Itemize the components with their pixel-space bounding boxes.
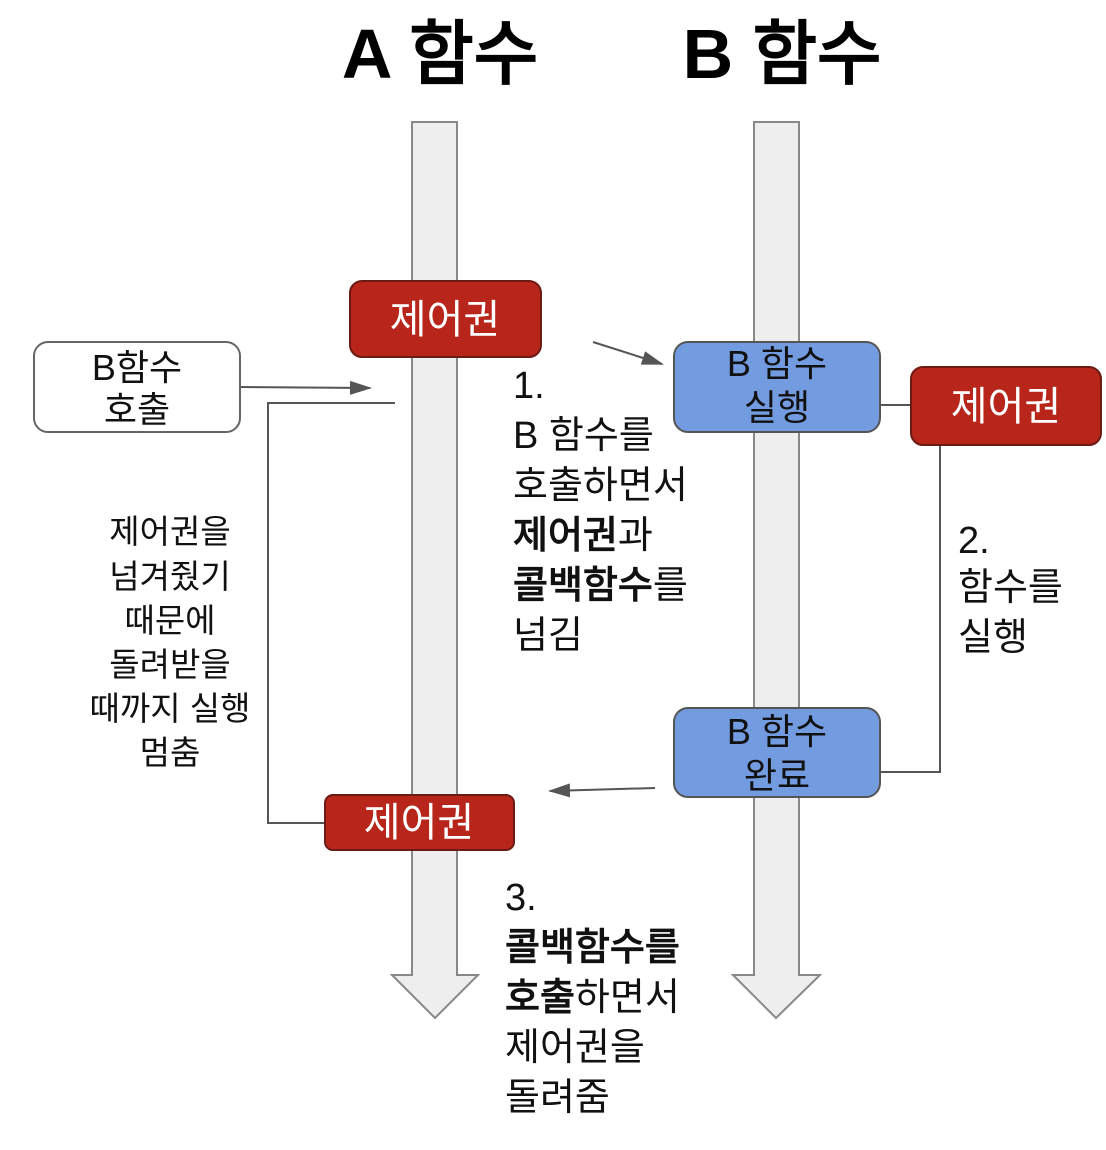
control-label: 제어권 [364, 801, 474, 845]
call-arrow [239, 380, 372, 395]
side-note-line: 때까지 실행 [90, 690, 251, 727]
step1-line: B 함수를 [513, 415, 654, 457]
side-note-line: 제어권을 [109, 513, 230, 550]
step1-line: 넘김 [513, 615, 583, 657]
side-note-line: 멈춤 [140, 734, 201, 771]
control-box-3: 제어권 [324, 794, 515, 851]
side-note-line: 넘겨줬기 [109, 558, 230, 595]
b-run-label-1: B 함수 [727, 343, 827, 384]
step1-line: 콜백함수를 [513, 565, 688, 607]
title-b-function: B 함수 [683, 15, 882, 93]
timeline-b-arrow [730, 121, 823, 1020]
step1-bold: 콜백함수 [513, 565, 653, 607]
timeline-a-arrow [389, 121, 481, 1020]
step2-text: 2. 함수를 실행 [958, 520, 1063, 659]
title-a-function: A 함수 [342, 15, 538, 93]
step2-line: 함수를 [958, 567, 1063, 609]
b-done-label-1: B 함수 [727, 711, 827, 752]
return-control-arrow [548, 783, 656, 798]
pass-control-arrow [592, 341, 664, 365]
step3-line: 호출하면서 [505, 977, 680, 1019]
b-done-label-2: 완료 [744, 755, 810, 796]
step3-text: 3. 콜백함수를 호출하면서 제어권을 돌려줌 [505, 877, 680, 1119]
side-note: 제어권을 넘겨줬기 때문에 돌려받을 때까지 실행 멈춤 [90, 513, 251, 771]
step3-number: 3. [505, 877, 537, 919]
control-box-2: 제어권 [910, 366, 1102, 446]
side-note-line: 돌려받을 [109, 646, 230, 683]
step1-line: 호출하면서 [513, 465, 688, 507]
step1-rest: 를 [653, 565, 688, 607]
control-label: 제어권 [951, 385, 1061, 429]
b-call-label-2: 호출 [104, 389, 170, 430]
step3-line: 제어권을 [505, 1027, 645, 1069]
step3-rest: 하면서 [575, 977, 680, 1019]
b-call-label-1: B함수 [92, 347, 182, 388]
step2-line: 실행 [958, 617, 1028, 659]
b-call-box: B함수 호출 [33, 341, 241, 433]
b-run-box: B 함수 실행 [673, 341, 881, 433]
b-done-box: B 함수 완료 [673, 707, 881, 798]
step2-number: 2. [958, 520, 990, 562]
step3-bold: 호출 [505, 977, 575, 1019]
step1-rest: 과 [618, 515, 653, 557]
b-run-label-2: 실행 [744, 387, 810, 428]
control-label: 제어권 [390, 298, 500, 342]
execute-line [880, 404, 941, 773]
wait-loop-line [267, 402, 395, 824]
side-note-line: 때문에 [124, 602, 215, 639]
step1-text: 1. B 함수를 호출하면서 제어권과 콜백함수를 넘김 [513, 365, 688, 657]
step1-line: 제어권과 [513, 515, 653, 557]
step1-number: 1. [513, 365, 545, 407]
step3-line: 콜백함수를 [505, 927, 680, 969]
step3-line: 돌려줌 [505, 1077, 610, 1119]
control-box-1: 제어권 [349, 280, 542, 358]
step1-bold: 제어권 [513, 515, 618, 557]
